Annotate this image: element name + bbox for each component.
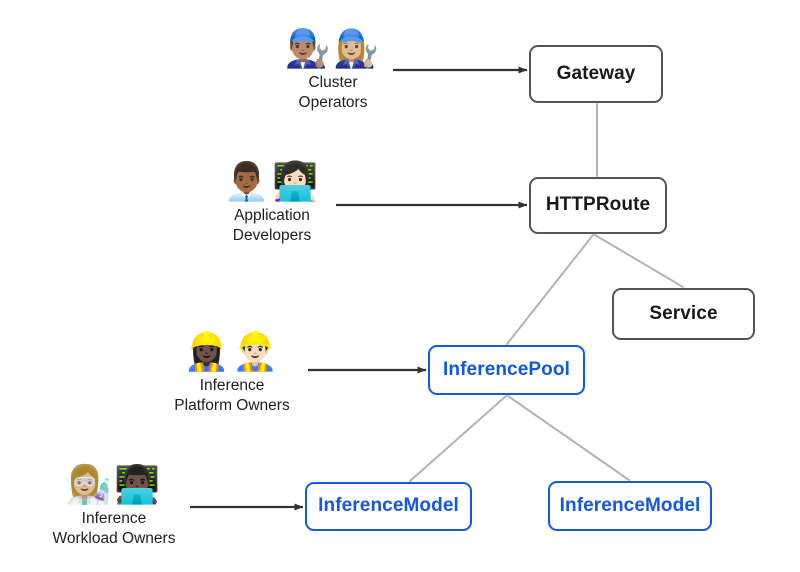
node-gateway[interactable]: Gateway <box>529 45 663 103</box>
node-service[interactable]: Service <box>612 288 755 340</box>
node-label-httproute: HTTPRoute <box>545 194 651 216</box>
actor-caption-line1-application-developers: Application <box>234 207 310 224</box>
node-label-inferencepool: InferencePool <box>443 358 570 380</box>
woman-construction-worker-emoji: 👷🏿‍♀️👷🏻‍♂️ <box>183 331 281 372</box>
link-httproute-service <box>594 234 684 288</box>
node-inferencepool[interactable]: InferencePool <box>428 345 585 395</box>
man-mechanic-emoji: 👨🏽‍🔧👩🏼‍🔧 <box>284 28 382 69</box>
actor-caption-line2-inference-workload-owners: Workload Owners <box>52 529 176 547</box>
node-label-inferencemodel1: InferenceModel <box>318 495 459 517</box>
node-label-inferencemodel2: InferenceModel <box>559 494 701 516</box>
node-label-gateway: Gateway <box>556 62 636 84</box>
node-inferencemodel2[interactable]: InferenceModel <box>548 481 712 531</box>
link-inferencepool-inferencemodel2 <box>507 395 630 481</box>
persona-arrow-lines <box>190 66 528 511</box>
node-inferencemodel1[interactable]: InferenceModel <box>305 482 472 531</box>
node-label-service: Service <box>649 302 718 324</box>
actor-caption-line1-cluster-operators: Cluster <box>308 74 358 91</box>
actor-caption-line2-inference-platform-owners: Platform Owners <box>174 396 290 414</box>
link-inferencepool-inferencemodel1 <box>409 395 507 482</box>
actor-caption-line2-cluster-operators: Operators <box>298 93 368 111</box>
node-httproute[interactable]: HTTPRoute <box>529 177 667 234</box>
actor-caption-line1-inference-platform-owners: Inference <box>199 377 265 394</box>
link-httproute-inferencepool <box>506 234 594 345</box>
man-office-worker-emoji: 👨🏾‍💼👩🏻‍💻 <box>223 161 321 202</box>
actor-caption-line2-application-developers: Developers <box>232 226 312 244</box>
woman-scientist-emoji: 👩🏼‍🔬👨🏿‍💻 <box>65 464 163 505</box>
actor-caption-line1-inference-workload-owners: Inference <box>81 510 147 527</box>
